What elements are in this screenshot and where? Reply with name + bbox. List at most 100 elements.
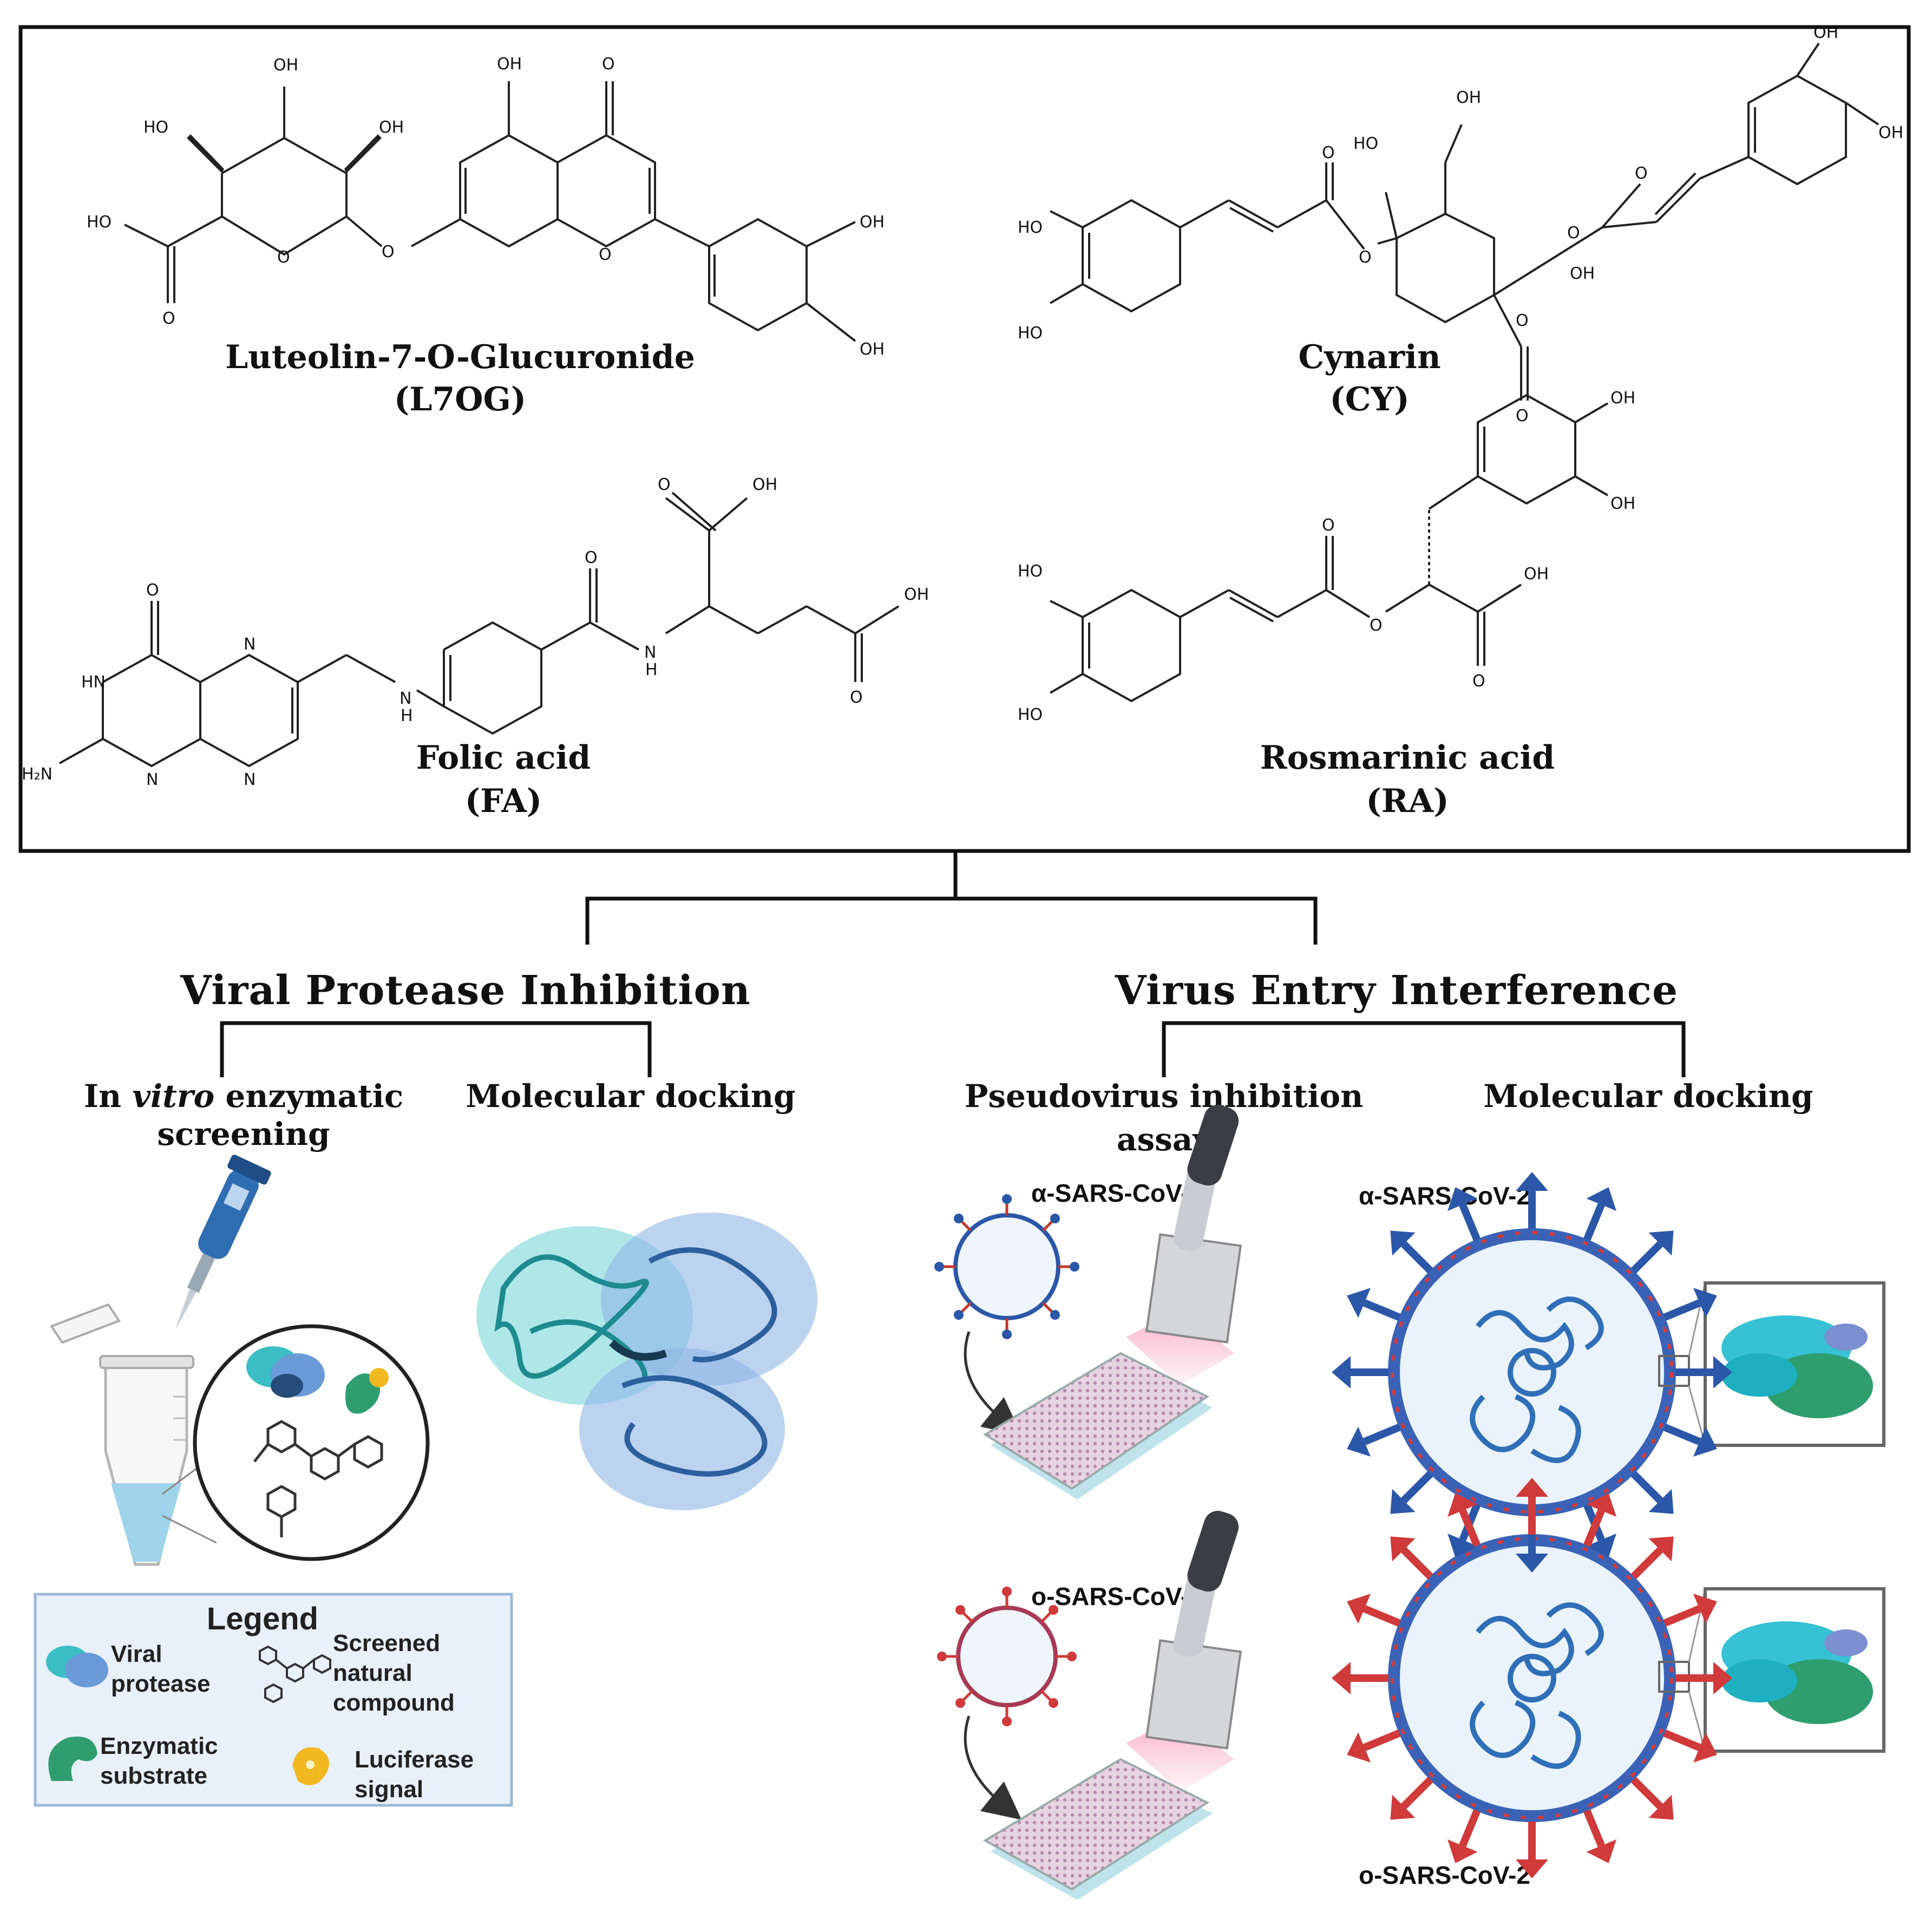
strain-label-alpha-docking: α-SARS-CoV-2 (1359, 1182, 1530, 1210)
spike-stalk (1583, 1203, 1605, 1241)
pseudovirus-omicron (937, 1587, 1077, 1726)
compound-abbr-cynarin: (CY) (1330, 381, 1409, 418)
spike-head (1693, 1288, 1717, 1318)
atom-label: N (244, 770, 256, 789)
spike-stalk (1663, 1299, 1701, 1321)
atom-label: OH (379, 118, 404, 137)
spike-stalk (1363, 1729, 1401, 1751)
atom-label: O (1472, 672, 1485, 691)
spike-head (1713, 1356, 1732, 1389)
atom-label: OH (1878, 123, 1903, 142)
spike-stalk (1459, 1203, 1481, 1241)
rosmarinic-acid-structure: HO HO O O O OH OH OH (1018, 389, 1635, 724)
atom-label: O (658, 475, 671, 494)
protease-docking-structure (476, 1213, 817, 1510)
spike-head (1448, 1493, 1478, 1517)
atom-label: HO (1018, 705, 1043, 724)
method-in-vitro-post: enzymatic (214, 1078, 403, 1115)
spike-stalk (1401, 1777, 1433, 1809)
spike-head (1516, 1172, 1548, 1191)
spike-head (1693, 1732, 1717, 1763)
spike-stalk (1363, 1605, 1401, 1627)
atom-label: OH (1524, 565, 1549, 584)
legend-substrate-label-2: substrate (100, 1763, 207, 1789)
method-docking-left: Molecular docking (466, 1078, 795, 1115)
legend-compound-label-3: compound (333, 1689, 455, 1716)
method-pseudovirus: Pseudovirus inhibition (965, 1078, 1364, 1115)
spike-stalk (1401, 1547, 1433, 1580)
spike-head (1390, 1489, 1416, 1514)
spike-head (1516, 1478, 1548, 1497)
atom-label: O (1516, 407, 1529, 425)
spike-head (1448, 1187, 1478, 1211)
legend-protease-icon (46, 1646, 108, 1687)
atom-label: HO (1353, 134, 1378, 153)
cynarin-structure: HO HO O O HO OH O O OH O O OH OH (1018, 23, 1903, 425)
atom-label: OH (1456, 88, 1481, 107)
method-in-vitro-italic: vitro (132, 1078, 214, 1115)
atom-label: O (585, 548, 598, 567)
spike-stalk (1401, 1471, 1433, 1503)
atom-label: N (400, 689, 411, 708)
legend-luciferase-label-2: signal (355, 1776, 423, 1803)
tree-connectors (220, 851, 1686, 1077)
legend-compound-icon (259, 1645, 331, 1704)
atom-label: O (1567, 224, 1580, 243)
assay-zoom-circle (193, 1324, 430, 1561)
spike-head (1586, 1534, 1616, 1557)
spike-head (1332, 1662, 1351, 1694)
pseudovirus-alpha (934, 1194, 1079, 1339)
atom-label: OH (497, 55, 522, 74)
spike-head (1693, 1426, 1717, 1457)
atom-label: O (1359, 248, 1372, 267)
atom-label: HO (1018, 562, 1043, 581)
atom-label: OH (860, 340, 885, 359)
atom-label: H₂N (22, 765, 53, 784)
atom-label: HO (1018, 218, 1043, 237)
atom-label: O (162, 309, 175, 328)
legend-luciferase-label: Luciferase (355, 1746, 474, 1773)
spike-stalk (1363, 1423, 1401, 1445)
atom-label: O (382, 243, 395, 261)
spike-head (1516, 1554, 1548, 1573)
legend-panel: Legend Viral protease Screened natural c… (34, 1593, 513, 1807)
spike-head (1448, 1534, 1478, 1557)
arrow-alpha (964, 1331, 1022, 1436)
atom-label: N (146, 770, 158, 789)
spike-stalk (1630, 1547, 1663, 1580)
spike-head (1648, 1489, 1674, 1514)
spike-head (1390, 1536, 1416, 1562)
arrow-omicron (964, 1715, 1022, 1820)
spike-head (1648, 1536, 1674, 1562)
legend-substrate-label: Enzymatic (100, 1733, 218, 1759)
atom-label: OH (1570, 264, 1595, 283)
spike-head (1713, 1662, 1732, 1694)
spike-head (1347, 1288, 1371, 1318)
atom-label: HO (143, 118, 168, 137)
spike-stalk (1583, 1809, 1605, 1848)
atom-label: O (277, 248, 290, 267)
spike-head (1347, 1732, 1371, 1763)
atom-label: OH (752, 475, 777, 494)
strain-label-omicron-assay: o-SARS-CoV-2 (1031, 1582, 1203, 1610)
plate-reader-alpha (983, 1104, 1242, 1499)
microtube-illustration (49, 1303, 217, 1566)
atom-label: HO (1018, 324, 1043, 343)
atom-label: OH (904, 585, 929, 604)
spike-head (1516, 1859, 1548, 1878)
method-in-vitro-pre: In (84, 1078, 133, 1115)
legend-luciferase-icon (292, 1747, 329, 1785)
legend-protease-label-2: protease (111, 1671, 210, 1697)
spike-head (1390, 1794, 1416, 1820)
legend-title: Legend (207, 1601, 318, 1636)
spike-head (1448, 1839, 1478, 1863)
virus-omicron-spikes (1332, 1478, 1732, 1878)
spike-stalk (1630, 1471, 1663, 1503)
compound-abbr-l7og: (L7OG) (394, 381, 526, 418)
spike-stalk (1401, 1241, 1433, 1274)
strain-label-omicron-docking: o-SARS-CoV-2 (1359, 1861, 1530, 1889)
virus-alpha-docking (1388, 1228, 1885, 1516)
compound-name-ra: Rosmarinic acid (1260, 739, 1555, 777)
